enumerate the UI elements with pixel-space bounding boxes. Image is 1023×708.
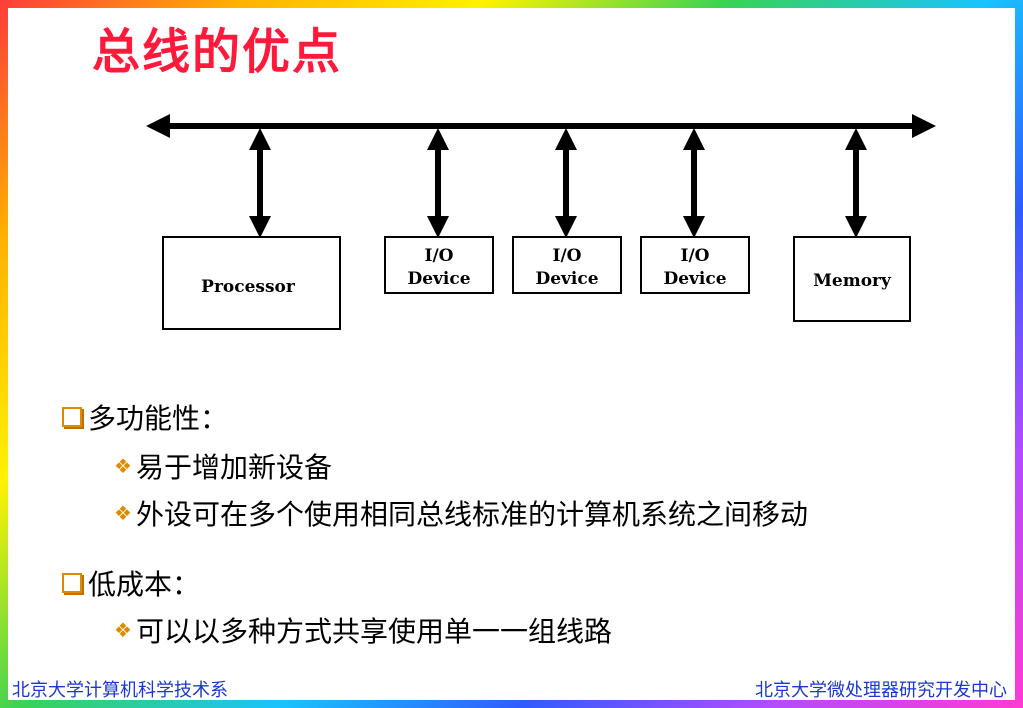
list-item: ❖ 可以以多种方式共享使用单一一组线路 (114, 610, 612, 650)
footer-left: 北京大学计算机科学技术系 (12, 680, 228, 701)
bus-connector-memory (845, 128, 867, 238)
node-label: Device (535, 269, 598, 289)
node-processor: Processor (162, 236, 341, 330)
slide-title: 总线的优点 (92, 24, 343, 80)
bus-connector-io3 (683, 128, 705, 238)
square-bullet-icon (62, 573, 82, 593)
bus-connector-io1 (427, 128, 449, 238)
list-item-text: 易于增加新设备 (135, 451, 332, 484)
diamond-bullet-icon: ❖ (114, 454, 132, 478)
node-label: Memory (813, 271, 892, 291)
list-item: ❖ 外设可在多个使用相同总线标准的计算机系统之间移动 (114, 493, 808, 533)
section-heading: 低成本： (62, 563, 200, 603)
node-memory: Memory (793, 236, 911, 322)
diamond-bullet-icon: ❖ (114, 501, 132, 525)
node-io3: I/O Device (640, 236, 750, 294)
node-label: I/O (425, 246, 454, 266)
footer-right: 北京大学微处理器研究开发中心 (755, 680, 1007, 701)
section-heading-text: 低成本： (88, 568, 201, 601)
diamond-bullet-icon: ❖ (114, 618, 132, 642)
node-io1: I/O Device (384, 236, 494, 294)
node-io2: I/O Device (512, 236, 622, 294)
node-label: I/O (681, 246, 710, 266)
square-bullet-icon (62, 407, 82, 427)
section-heading-text: 多功能性： (88, 402, 229, 435)
node-label: Device (407, 269, 470, 289)
bus-connector-io2 (555, 128, 577, 238)
node-label: Device (663, 269, 726, 289)
node-label: Processor (201, 277, 296, 297)
bus-connector-processor (249, 128, 271, 238)
system-bus (146, 114, 936, 138)
list-item-text: 外设可在多个使用相同总线标准的计算机系统之间移动 (135, 498, 808, 531)
node-label: I/O (553, 246, 582, 266)
section-heading: 多功能性： (62, 397, 228, 437)
list-item: ❖ 易于增加新设备 (114, 446, 332, 486)
list-item-text: 可以以多种方式共享使用单一一组线路 (135, 615, 612, 648)
